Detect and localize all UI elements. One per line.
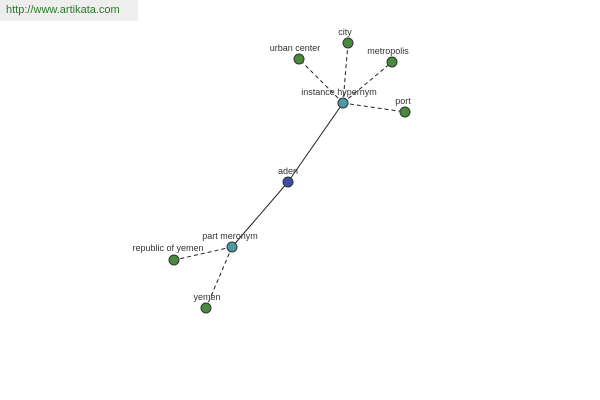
edge-instance-hypernym-urban-center — [298, 58, 344, 104]
node-instance-hypernym[interactable] — [337, 97, 349, 109]
graph-edges — [173, 42, 406, 309]
node-city[interactable] — [342, 37, 354, 49]
edge-instance-hypernym-city — [342, 42, 349, 104]
node-aden[interactable] — [282, 176, 294, 188]
graph-labels: aden instance hypernym part meronym urban c… — [132, 27, 411, 302]
node-label-port: port — [395, 96, 411, 106]
edge-aden-part-meronym — [231, 181, 289, 248]
node-republic-of-yemen[interactable] — [168, 254, 180, 266]
node-label-urban-center: urban center — [270, 43, 321, 53]
node-label-city: city — [338, 27, 352, 37]
edge-part-meronym-republic-of-yemen — [173, 246, 233, 261]
graph-nodes — [168, 37, 411, 314]
node-label-republic-of-yemen: republic of yemen — [132, 243, 203, 253]
node-label-yemen: yemen — [193, 292, 220, 302]
edge-aden-instance-hypernym — [287, 102, 344, 183]
node-label-instance-hypernym: instance hypernym — [301, 87, 377, 97]
edge-instance-hypernym-port — [342, 102, 406, 113]
node-label-aden: aden — [278, 166, 298, 176]
node-urban-center[interactable] — [293, 53, 305, 65]
site-watermark: http://www.artikata.com — [0, 0, 138, 21]
node-yemen[interactable] — [200, 302, 212, 314]
node-label-metropolis: metropolis — [367, 46, 409, 56]
node-metropolis[interactable] — [386, 56, 398, 68]
edge-instance-hypernym-metropolis — [342, 61, 393, 104]
node-label-part-meronym: part meronym — [202, 231, 258, 241]
node-port[interactable] — [399, 106, 411, 118]
node-part-meronym[interactable] — [226, 241, 238, 253]
